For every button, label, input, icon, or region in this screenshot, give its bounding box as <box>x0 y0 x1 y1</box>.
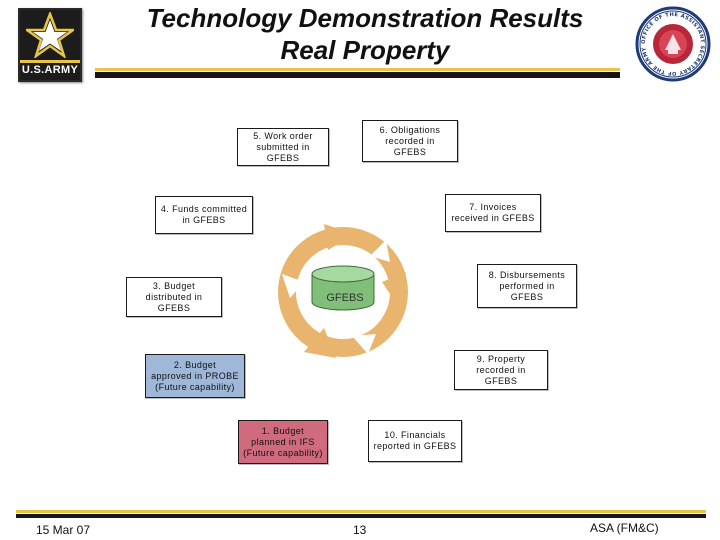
us-army-logo: U.S.ARMY <box>18 8 82 82</box>
header-rule-gold <box>95 68 620 71</box>
asa-seal-icon: OFFICE OF THE ASSISTANT SECRETARY OF THE… <box>635 6 711 82</box>
step-5-work-order: 5. Work order submitted in GFEBS <box>237 128 329 166</box>
footer-org: ASA (FM&C) <box>590 521 659 535</box>
process-cycle-arrows <box>278 224 408 358</box>
step-2-budget-approved: 2. Budget approved in PROBE (Future capa… <box>145 354 245 398</box>
step-8-disbursements: 8. Disbursements performed in GFEBS <box>477 264 577 308</box>
logo-gold-bar <box>20 60 80 63</box>
footer-date: 15 Mar 07 <box>36 523 91 537</box>
step-1-budget-planned: 1. Budget planned in IFS (Future capabil… <box>238 420 328 464</box>
step-6-obligations: 6. Obligations recorded in GFEBS <box>362 120 458 162</box>
slide-title: Technology Demonstration Results <box>146 3 584 33</box>
logo-text: U.S.ARMY <box>21 64 79 76</box>
header-rule-dark <box>95 72 620 78</box>
step-7-invoices: 7. Invoices received in GFEBS <box>445 194 541 232</box>
footer-rule-gold <box>16 510 706 513</box>
step-10-financials: 10. Financials reported in GFEBS <box>368 420 462 462</box>
gfebs-database-icon <box>311 265 375 311</box>
gfebs-label: GFEBS <box>326 292 364 304</box>
footer-rule-dark <box>16 514 706 518</box>
step-3-budget-distributed: 3. Budget distributed in GFEBS <box>126 277 222 317</box>
army-star-icon <box>26 12 74 58</box>
step-4-funds-committed: 4. Funds committed in GFEBS <box>155 196 253 234</box>
slide-subtitle: Real Property <box>280 35 450 65</box>
step-9-property: 9. Property recorded in GFEBS <box>454 350 548 390</box>
page-number: 13 <box>353 523 367 537</box>
